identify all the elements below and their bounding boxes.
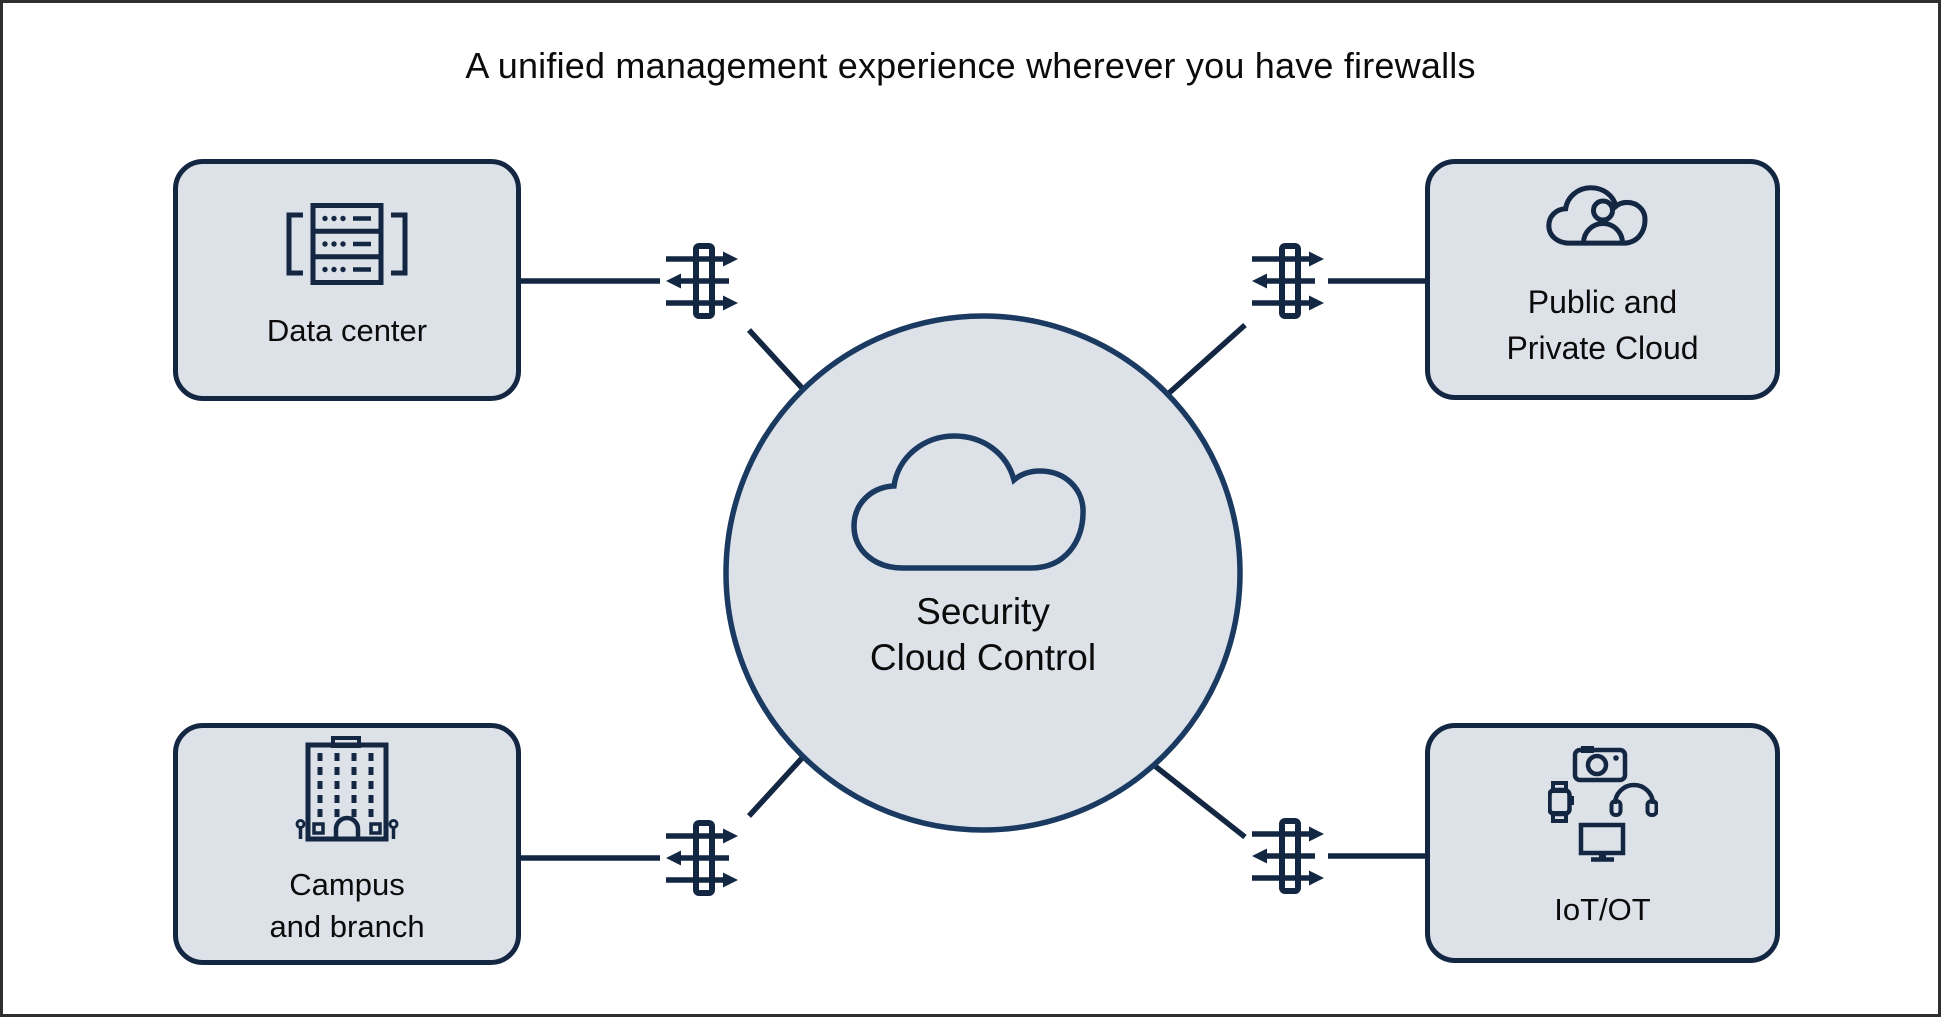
headphones-icon [1609,782,1658,817]
node-label: IoT/OT [1554,892,1651,927]
node-data-center: Data center [173,159,521,401]
node-campus-branch: Campus and branch [173,723,521,965]
user-shoulders-icon [1580,221,1625,244]
server-rack-icon [286,203,408,285]
firewall-icon [1252,246,1324,316]
node-label: Data center [266,313,428,348]
user-head-icon [1590,198,1615,223]
diagram-title: A unified management experience wherever… [465,45,1476,86]
node-iot-ot: IoT/OT [1425,723,1780,963]
bollard-icon [295,819,399,839]
monitor-icon [1578,822,1625,862]
firewall-icon [666,246,738,316]
building-icon [295,736,399,842]
security-cloud-control-circle [723,313,1243,833]
cloud-user-icon [1545,185,1648,246]
cloud-icon [851,433,1086,571]
smartwatch-icon [1547,781,1574,823]
iot-devices-icon [1547,746,1658,862]
node-public-private-cloud: Public and Private Cloud [1425,159,1780,400]
connections-layer [521,3,1425,1017]
firewall-icon [666,823,738,893]
node-label: Campus and branch [269,867,425,944]
firewall-icon [1252,821,1324,891]
center-label: Security Cloud Control [869,591,1097,678]
node-label: Public and Private Cloud [1506,284,1699,366]
camera-icon [1572,746,1627,783]
